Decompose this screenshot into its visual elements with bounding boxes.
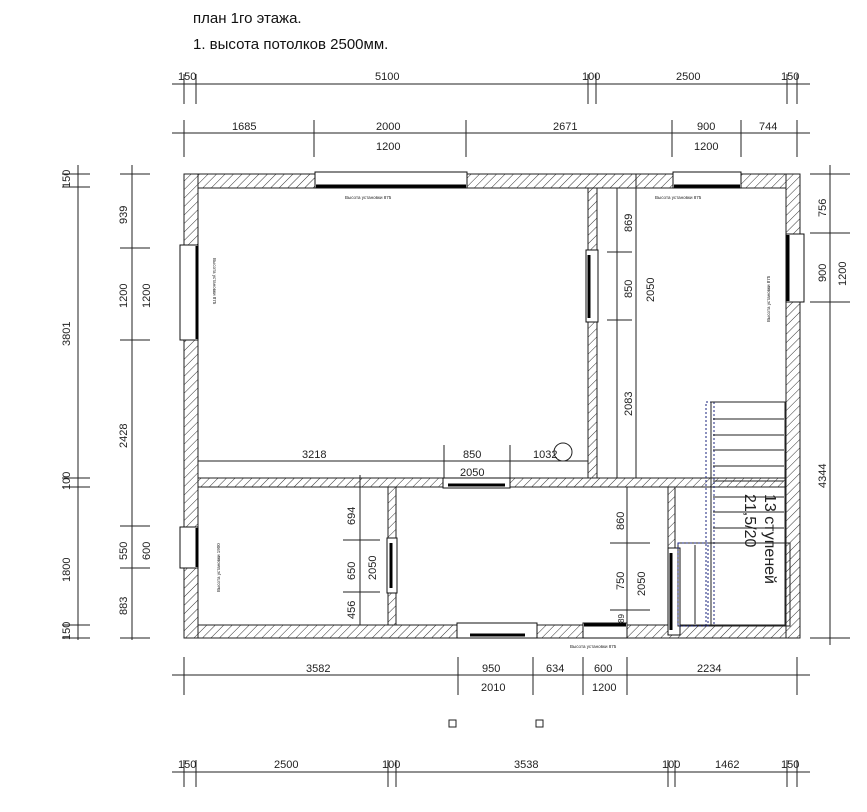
install-label: Высота установки 875 <box>766 275 771 322</box>
dim-label: 2500 <box>274 759 298 771</box>
window-right <box>785 233 805 303</box>
dim-label: 150 <box>781 71 799 83</box>
install-label: Высота установки 875 <box>345 195 392 200</box>
dim-label: 100 <box>662 759 680 771</box>
dim-label: 100 <box>61 472 73 490</box>
dim-label: 1462 <box>715 759 739 771</box>
dim-label: 1032 <box>533 449 557 461</box>
dim-label: 650 <box>346 562 358 580</box>
dim-label: 100 <box>582 71 600 83</box>
dim-label: 939 <box>118 206 130 224</box>
dim-label: 900 <box>697 121 715 133</box>
door-hall <box>442 477 511 489</box>
window-top-left <box>314 171 468 189</box>
walls <box>183 173 801 639</box>
doors <box>386 249 681 636</box>
dim-label: 1800 <box>61 558 73 582</box>
dim-label: 150 <box>781 759 799 771</box>
dim-label: 860 <box>615 512 627 530</box>
dim-label: 1200 <box>694 141 718 153</box>
stairs-steps-label: 13 ступеней <box>761 494 778 584</box>
install-label: Высота установки 875 <box>655 195 702 200</box>
dim-label: 756 <box>817 199 829 217</box>
dim-label: 2083 <box>623 392 635 416</box>
ceiling-height-note: 1. высота потолков 2500мм. <box>193 36 389 53</box>
dim-label: 2234 <box>697 663 721 675</box>
dimension-lines <box>62 74 850 787</box>
dim-label: 600 <box>594 663 612 675</box>
dim-label: 1200 <box>837 262 849 286</box>
dim-label: 150 <box>61 170 73 188</box>
dim-label: 2050 <box>636 572 648 596</box>
install-label: Высота установки 1900 <box>216 543 221 592</box>
dim-label: 869 <box>623 214 635 232</box>
dim-label: 150 <box>61 622 73 640</box>
dim-label: 150 <box>178 71 196 83</box>
dim-label: 2671 <box>553 121 577 133</box>
dim-label: 744 <box>759 121 777 133</box>
dim-label: 3801 <box>61 322 73 346</box>
dim-label: 1685 <box>232 121 256 133</box>
dim-label: 850 <box>463 449 481 461</box>
dim-label: 634 <box>546 663 564 675</box>
window-left-lower <box>179 526 199 569</box>
dim-label: 3218 <box>302 449 326 461</box>
dim-label: 2500 <box>676 71 700 83</box>
dim-label: 2428 <box>118 424 130 448</box>
window-left <box>179 244 199 341</box>
dim-label: 4344 <box>817 464 829 488</box>
dim-label: 694 <box>346 507 358 525</box>
install-label: Высота установки 875 <box>212 258 217 305</box>
dim-label: 3538 <box>514 759 538 771</box>
windows <box>179 171 805 639</box>
dim-label: 5100 <box>375 71 399 83</box>
window-top-right <box>672 171 742 189</box>
dim-label: 600 <box>141 542 153 560</box>
dim-label: 900 <box>817 264 829 282</box>
install-label: Высота установки 875 <box>570 644 617 649</box>
dim-label: 150 <box>178 759 196 771</box>
dim-label: 89 <box>617 614 626 623</box>
plan-title: план 1го этажа. <box>193 10 302 27</box>
dim-label: 850 <box>623 280 635 298</box>
dim-label: 1200 <box>592 682 616 694</box>
dim-label: 750 <box>615 572 627 590</box>
dim-label: 2050 <box>645 278 657 302</box>
dim-label: 2050 <box>367 556 379 580</box>
dim-label: 100 <box>382 759 400 771</box>
dim-label: 883 <box>118 597 130 615</box>
column-symbol <box>553 442 573 462</box>
dim-label: 456 <box>346 601 358 619</box>
dim-label: 950 <box>482 663 500 675</box>
stairs-ratio-label: 21,5/20 <box>741 494 758 547</box>
dim-label: 1200 <box>141 284 153 308</box>
window-bottom-right <box>582 622 628 639</box>
dim-label: 2000 <box>376 121 400 133</box>
dim-label: 2010 <box>481 682 505 694</box>
dim-label: 1200 <box>118 284 130 308</box>
dim-label: 550 <box>118 542 130 560</box>
dim-label: 3582 <box>306 663 330 675</box>
dim-label: 2050 <box>460 467 484 479</box>
staircase: 13 ступеней 21,5/20 <box>677 401 791 627</box>
dim-label: 1200 <box>376 141 400 153</box>
